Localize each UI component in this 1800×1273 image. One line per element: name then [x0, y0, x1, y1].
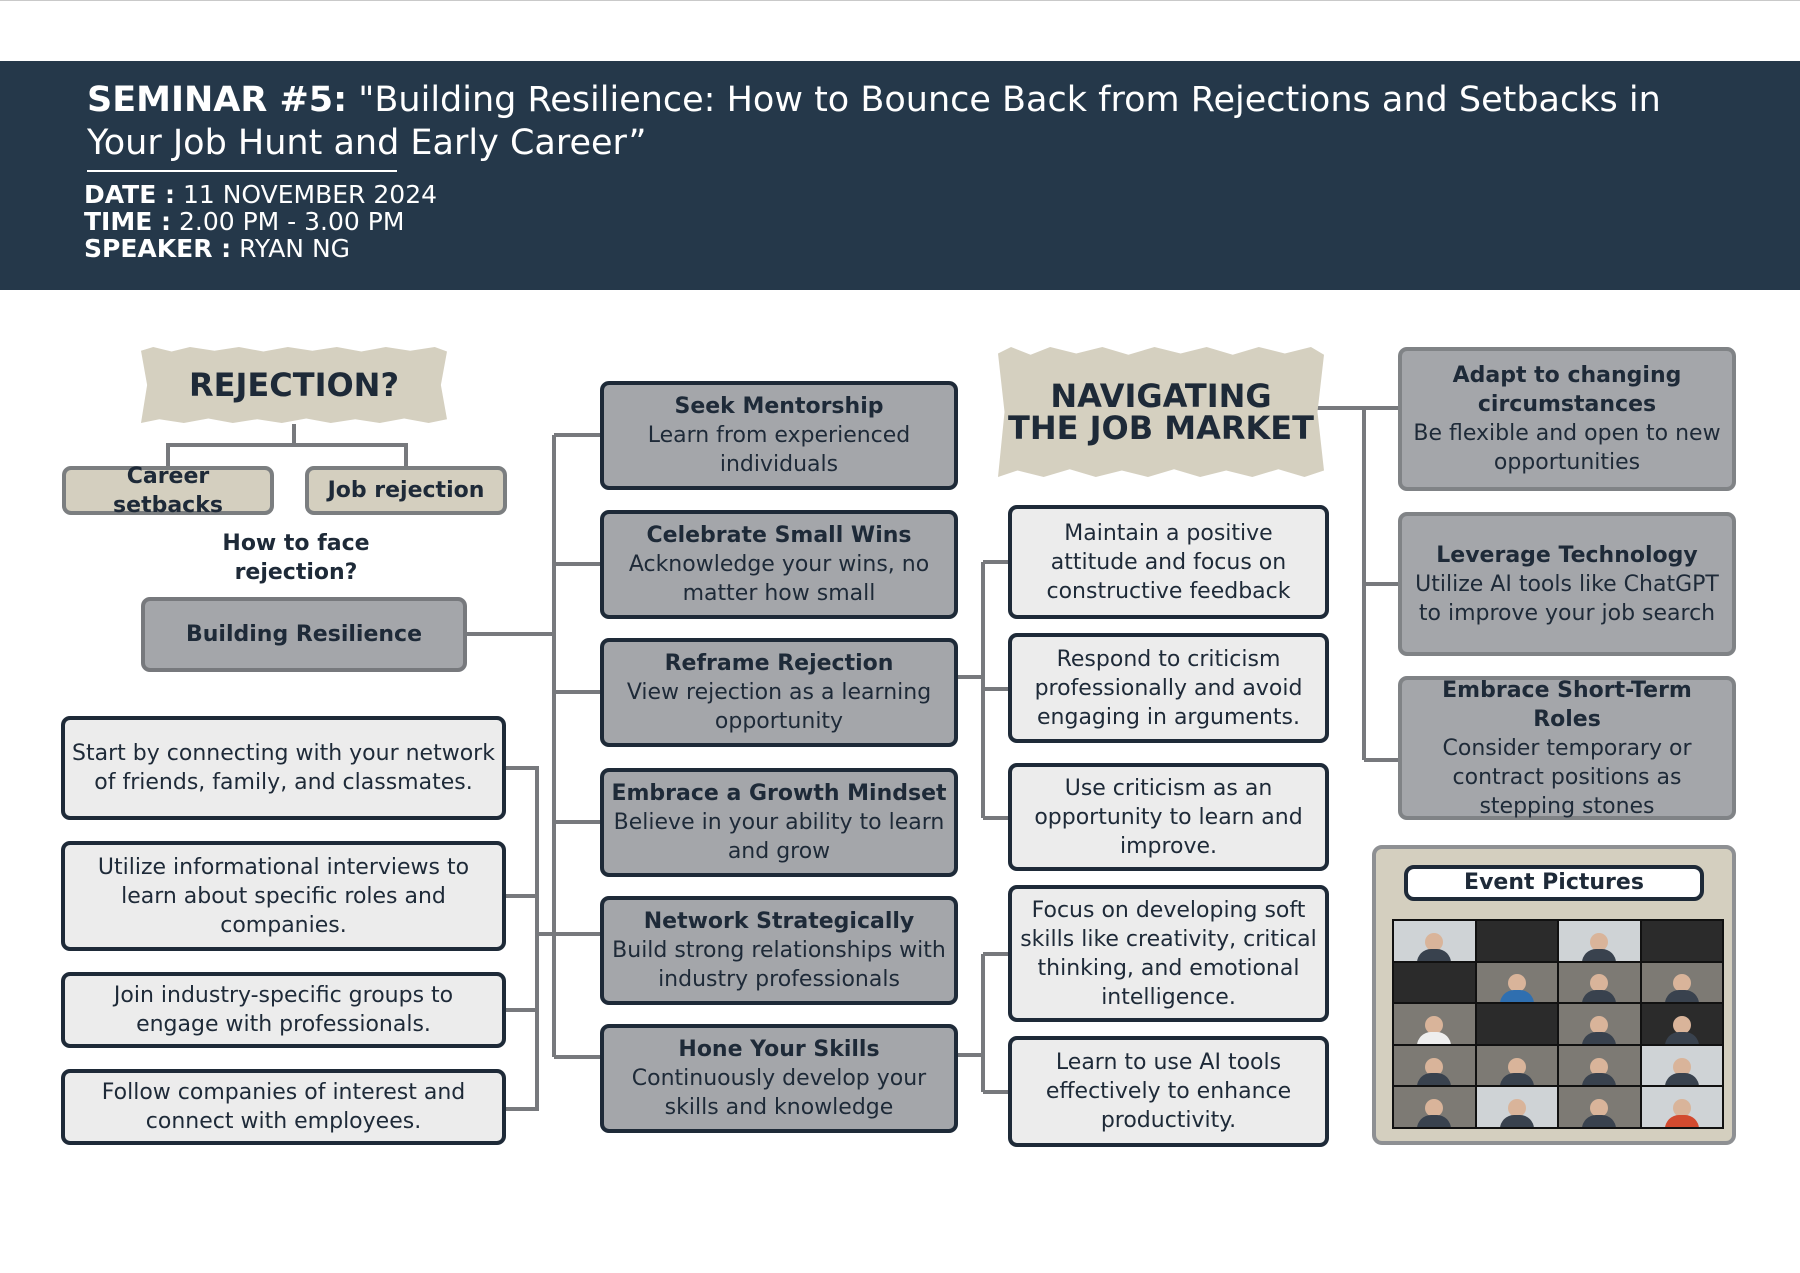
strategy-desc: Continuously develop your skills and kno… [631, 1066, 927, 1120]
criticism-tip-text: Respond to criticism professionally and … [1034, 646, 1303, 730]
network-tip-text: Join industry-specific groups to engage … [113, 983, 454, 1037]
market-tip-technology: Leverage Technology Utilize AI tools lik… [1398, 512, 1736, 656]
job-rejection-label: Job rejection [327, 478, 485, 503]
strategy-desc: Believe in your ability to learn and gro… [613, 810, 945, 864]
participant-video-tile [1641, 1045, 1722, 1086]
criticism-tip-1: Maintain a positive attitude and focus o… [1008, 505, 1329, 619]
event-photo-grid [1392, 919, 1724, 1129]
strategy-title: Embrace a Growth Mindset [611, 781, 947, 806]
seminar-label: SEMINAR #5: [87, 80, 348, 120]
participant-video-tile [1476, 921, 1557, 961]
strategy-network-strategically: Network Strategically Build strong relat… [600, 896, 958, 1005]
criticism-tip-text: Maintain a positive attitude and focus o… [1046, 520, 1291, 604]
market-tip-desc: Utilize AI tools like ChatGPT to improve… [1415, 571, 1719, 626]
strategy-seek-mentorship: Seek Mentorship Learn from experienced i… [600, 381, 958, 490]
market-tip-desc: Consider temporary or contract positions… [1442, 735, 1692, 819]
participant-video-tile [1476, 1004, 1557, 1044]
strategy-desc: View rejection as a learning opportunity [626, 680, 932, 734]
participant-video-tile [1641, 921, 1722, 961]
participant-video-tile [1394, 962, 1475, 1003]
criticism-tip-text: Use criticism as an opportunity to learn… [1034, 775, 1303, 859]
skill-tip-1: Focus on developing soft skills like cre… [1008, 885, 1329, 1022]
speaker-line: SPEAKER : RYAN NG [84, 235, 350, 263]
strategy-desc: Learn from experienced individuals [647, 423, 911, 477]
time-line: TIME : 2.00 PM - 3.00 PM [84, 208, 404, 236]
market-tip-title: Leverage Technology [1436, 542, 1698, 568]
top-divider [0, 0, 1800, 1]
participant-video-tile [1394, 1004, 1475, 1044]
job-rejection-box: Job rejection [305, 466, 507, 515]
network-tip-text: Start by connecting with your network of… [72, 741, 495, 795]
market-tip-short-term: Embrace Short-Term Roles Consider tempor… [1398, 676, 1736, 820]
participant-video-tile [1394, 921, 1475, 961]
network-tip-3: Join industry-specific groups to engage … [61, 972, 506, 1048]
date-value: 11 NOVEMBER 2024 [175, 180, 437, 209]
strategy-desc: Acknowledge your wins, no matter how sma… [628, 552, 930, 606]
navigating-title-line1: NAVIGATING [1050, 377, 1272, 415]
participant-video-tile [1641, 1004, 1722, 1044]
rejection-title-text: REJECTION? [188, 366, 400, 404]
network-tip-2: Utilize informational interviews to lear… [61, 841, 506, 951]
time-value: 2.00 PM - 3.00 PM [171, 207, 405, 236]
strategy-desc: Build strong relationships with industry… [612, 938, 946, 992]
seminar-title: SEMINAR #5: "Building Resilience: How to… [87, 79, 1707, 165]
participant-video-tile [1641, 962, 1722, 1003]
participant-video-tile [1394, 1045, 1475, 1086]
market-tip-title: Adapt to changing circumstances [1452, 363, 1682, 417]
career-setbacks-label: Career setbacks [113, 463, 223, 518]
network-tip-4: Follow companies of interest and connect… [61, 1069, 506, 1145]
participant-video-tile [1476, 1087, 1557, 1127]
participant-video-tile [1559, 921, 1640, 961]
strategy-title: Reframe Rejection [664, 651, 894, 676]
date-label: DATE : [84, 180, 175, 209]
skill-tip-text: Focus on developing soft skills like cre… [1020, 897, 1317, 1010]
speaker-label: SPEAKER : [84, 234, 232, 263]
strategy-growth-mindset: Embrace a Growth Mindset Believe in your… [600, 768, 958, 877]
header-banner: SEMINAR #5: "Building Resilience: How to… [0, 61, 1800, 290]
skill-tip-text: Learn to use AI tools effectively to enh… [1045, 1050, 1292, 1133]
participant-video-tile [1559, 962, 1640, 1003]
title-underline [87, 170, 397, 172]
participant-video-tile [1559, 1004, 1640, 1044]
skill-tip-2: Learn to use AI tools effectively to enh… [1008, 1036, 1329, 1147]
navigating-title-line2: THE JOB MARKET [1008, 409, 1314, 447]
participant-video-tile [1476, 962, 1557, 1003]
event-pictures-panel: Event Pictures [1372, 845, 1736, 1145]
seminar-title-text: "Building Resilience: How to Bounce Back… [87, 80, 1661, 163]
market-tip-adapt: Adapt to changing circumstances Be flexi… [1398, 347, 1736, 491]
rejection-title: REJECTION? [141, 347, 447, 423]
navigating-title: NAVIGATING THE JOB MARKET [998, 347, 1324, 477]
participant-video-tile [1394, 1087, 1475, 1127]
building-resilience-box: Building Resilience [141, 597, 467, 672]
participant-video-tile [1559, 1045, 1640, 1086]
time-label: TIME : [84, 207, 172, 236]
face-rejection-question: How to face rejection? [222, 531, 370, 585]
strategy-title: Celebrate Small Wins [646, 523, 912, 548]
participant-video-tile [1641, 1087, 1722, 1127]
market-tip-desc: Be flexible and open to new opportunitie… [1413, 421, 1721, 475]
participant-video-tile [1559, 1087, 1640, 1127]
date-line: DATE : 11 NOVEMBER 2024 [84, 181, 437, 209]
criticism-tip-3: Use criticism as an opportunity to learn… [1008, 763, 1329, 871]
speaker-value: RYAN NG [231, 234, 351, 263]
participant-video-tile [1476, 1045, 1557, 1086]
network-tip-text: Utilize informational interviews to lear… [97, 854, 470, 938]
market-tip-title: Embrace Short-Term Roles [1442, 677, 1692, 732]
strategy-title: Network Strategically [643, 909, 915, 934]
event-pictures-label: Event Pictures [1404, 865, 1704, 901]
strategy-celebrate-small-wins: Celebrate Small Wins Acknowledge your wi… [600, 510, 958, 619]
building-resilience-label: Building Resilience [186, 622, 422, 647]
strategy-title: Seek Mentorship [674, 394, 884, 419]
strategy-hone-skills: Hone Your Skills Continuously develop yo… [600, 1024, 958, 1133]
strategy-title: Hone Your Skills [678, 1037, 880, 1062]
strategy-reframe-rejection: Reframe Rejection View rejection as a le… [600, 638, 958, 747]
network-tip-1: Start by connecting with your network of… [61, 716, 506, 820]
career-setbacks-box: Career setbacks [62, 464, 274, 518]
criticism-tip-2: Respond to criticism professionally and … [1008, 633, 1329, 743]
network-tip-text: Follow companies of interest and connect… [101, 1080, 466, 1134]
